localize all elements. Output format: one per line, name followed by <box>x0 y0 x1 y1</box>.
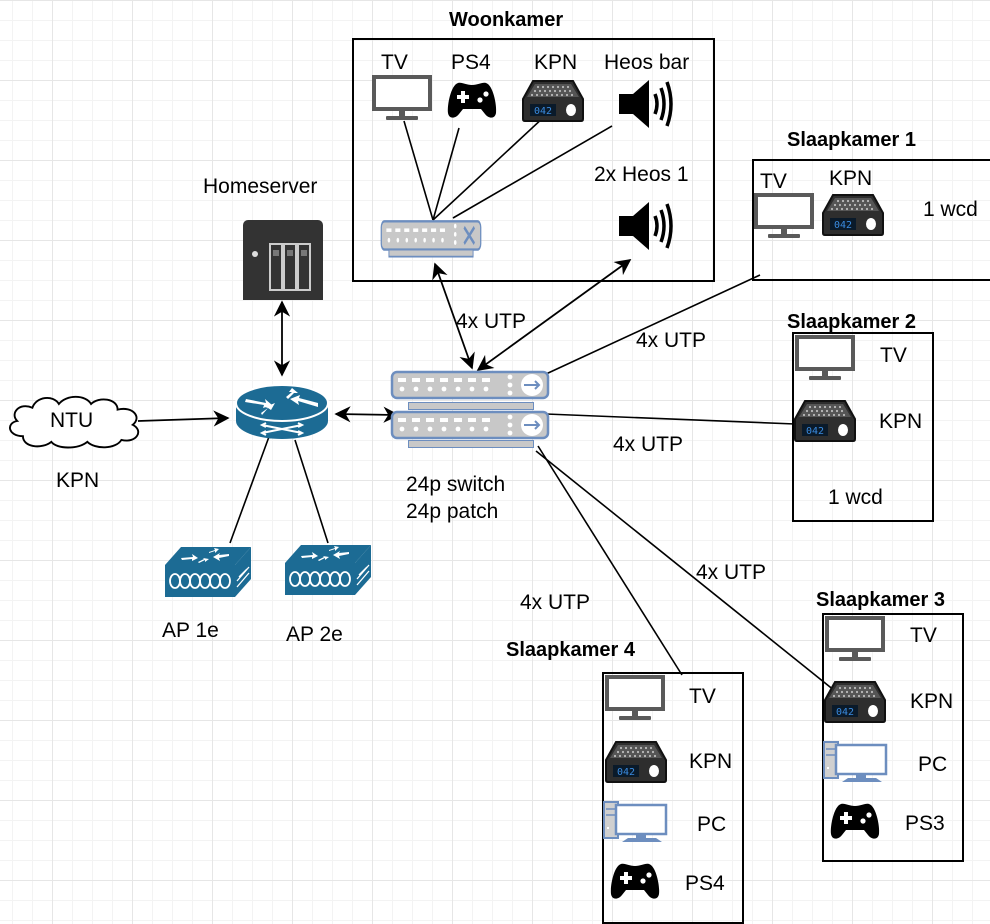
gamepad-icon <box>446 80 498 120</box>
device-label-pc: PC <box>697 813 727 836</box>
room-woonkamer <box>352 38 715 282</box>
room-title-slaapkamer3: Slaapkamer 3 <box>816 589 945 611</box>
switch-icon <box>390 370 550 404</box>
network-switch-icon <box>380 220 482 258</box>
device-label-heos-bar: Heos bar <box>604 51 690 74</box>
device-label-ps4: PS4 <box>451 51 491 74</box>
link-router-switch <box>334 406 400 423</box>
device-label-kpn: KPN <box>534 51 578 74</box>
room-title-slaapkamer1: Slaapkamer 1 <box>787 129 916 151</box>
device-label-ps3: PS3 <box>905 812 945 835</box>
gamepad-icon <box>829 801 881 841</box>
utp-label-slaapkamer4: 4x UTP <box>520 591 591 614</box>
tv-icon <box>605 675 665 721</box>
access-point-icon <box>283 541 373 597</box>
link-slaapkamer4 <box>537 445 683 676</box>
room-slaapkamer4 <box>602 672 744 924</box>
patch-base <box>408 440 534 448</box>
device-label-tv: TV <box>880 344 907 367</box>
link-slaapkamer3 <box>535 450 841 696</box>
room-title-woonkamer: Woonkamer <box>449 9 564 31</box>
power-outlet-note: 1 wcd <box>923 198 978 221</box>
set-top-box-icon <box>604 740 668 784</box>
device-label-kpn: KPN <box>829 167 873 190</box>
device-label-tv: TV <box>910 624 937 647</box>
device-label-tv: TV <box>760 170 787 193</box>
cloud-label-ntu: NTU <box>50 409 94 432</box>
router-icon <box>232 382 332 444</box>
homeserver-label: Homeserver <box>203 175 318 198</box>
link-woonkamer-heosbar <box>452 125 613 219</box>
access-point-icon <box>163 543 253 599</box>
tv-icon <box>825 616 885 662</box>
gamepad-icon <box>609 861 661 901</box>
tv-icon <box>372 73 432 123</box>
set-top-box-icon <box>793 399 857 443</box>
device-label-kpn: KPN <box>910 690 954 713</box>
device-label-kpn: KPN <box>689 750 733 773</box>
link-ntu-router <box>137 410 230 427</box>
speaker-icon <box>615 200 675 252</box>
link-slaapkamer1 <box>545 274 761 375</box>
link-woonkamer-tv <box>403 120 434 221</box>
ap2-label: AP 2e <box>286 623 343 646</box>
device-label-tv: TV <box>689 685 716 708</box>
device-label-ps4: PS4 <box>685 872 725 895</box>
set-top-box-icon <box>521 79 585 123</box>
nas-server-icon <box>243 220 323 300</box>
link-woonkamer-ps4 <box>432 127 460 221</box>
device-label-tv: TV <box>381 51 408 74</box>
device-label-heos1: 2x Heos 1 <box>594 163 689 186</box>
ap1-label: AP 1e <box>162 619 219 642</box>
isp-label-kpn: KPN <box>56 469 100 492</box>
desktop-pc-icon <box>602 800 668 844</box>
utp-label-slaapkamer3: 4x UTP <box>696 561 767 584</box>
room-slaapkamer3 <box>822 613 964 862</box>
switch-label-line1: 24p switch <box>406 473 506 496</box>
desktop-pc-icon <box>822 740 888 784</box>
speaker-icon <box>615 78 675 130</box>
switch-base <box>408 402 534 410</box>
utp-label-woonkamer: 4x UTP <box>456 310 527 333</box>
utp-label-slaapkamer2: 4x UTP <box>613 433 684 456</box>
patch-panel-icon <box>390 410 550 444</box>
power-outlet-note: 1 wcd <box>828 486 883 509</box>
room-slaapkamer2 <box>792 332 934 522</box>
tv-icon <box>795 335 855 381</box>
set-top-box-icon <box>823 680 887 724</box>
utp-label-slaapkamer1: 4x UTP <box>636 329 707 352</box>
link-router-ap2 <box>294 439 329 544</box>
link-router-ap1 <box>229 433 271 544</box>
switch-label-line2: 24p patch <box>406 500 499 523</box>
set-top-box-icon <box>821 193 885 237</box>
link-heos1 <box>476 259 632 371</box>
device-label-pc: PC <box>918 753 948 776</box>
room-title-slaapkamer4: Slaapkamer 4 <box>506 639 635 661</box>
room-slaapkamer1 <box>752 159 990 281</box>
tv-icon <box>754 193 814 239</box>
device-label-kpn: KPN <box>879 410 923 433</box>
room-title-slaapkamer2: Slaapkamer 2 <box>787 311 916 333</box>
link-woonkamer-kpn <box>432 115 546 221</box>
link-slaapkamer2 <box>545 413 796 425</box>
